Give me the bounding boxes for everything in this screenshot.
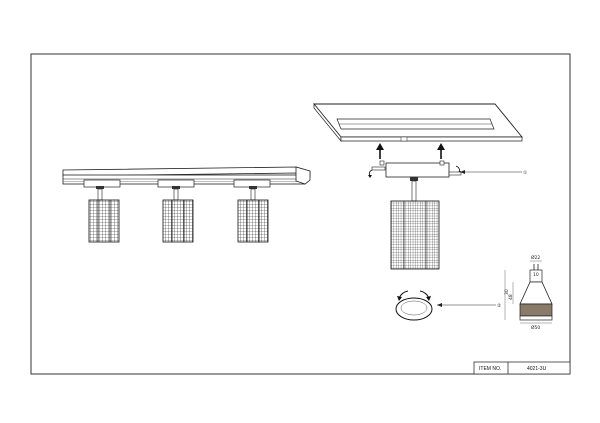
- dim-height: 48: [508, 294, 514, 300]
- callout-1-label: ①: [523, 170, 527, 176]
- item-number-label: ITEM NO.: [479, 366, 501, 372]
- drawing-border: [30, 53, 571, 375]
- track-adapter-exploded: [379, 160, 450, 181]
- lamp-head-3: [237, 199, 269, 243]
- track-adapter-3: [233, 179, 271, 201]
- lamp-head-exploded: [390, 200, 440, 270]
- lamp-head-2: [162, 199, 194, 243]
- item-number-value: 4021-3U: [527, 366, 547, 372]
- callout-1-leader: [460, 170, 522, 174]
- track-end-cap: [295, 166, 311, 185]
- lamp-head-1: [88, 199, 120, 243]
- ceiling-track-plate: [313, 103, 523, 142]
- latch-rotate-right-icon: [448, 165, 462, 176]
- callout-2-leader: [437, 303, 496, 307]
- bulb-dimension-drawing: Ø22 10 30 48 Ø50: [504, 254, 553, 331]
- track-adapter-2: [157, 179, 195, 201]
- callout-2-label: ②: [497, 303, 501, 309]
- title-block: ITEM NO. 4021-3U: [473, 361, 571, 375]
- dim-inner: 10: [533, 272, 539, 278]
- insert-arrow-right: [437, 143, 445, 159]
- insert-arrow-left: [376, 143, 384, 159]
- track-fixture-assembly: [62, 166, 311, 243]
- dim-side: 30: [504, 289, 510, 295]
- latch-rotate-left-icon: [368, 166, 386, 178]
- dim-base-diameter: Ø50: [531, 324, 540, 331]
- dim-top-diameter: Ø22: [531, 254, 540, 261]
- lamp-stem: [411, 180, 417, 202]
- bulb-exploded: [395, 290, 433, 321]
- track-adapter-1: [83, 179, 121, 201]
